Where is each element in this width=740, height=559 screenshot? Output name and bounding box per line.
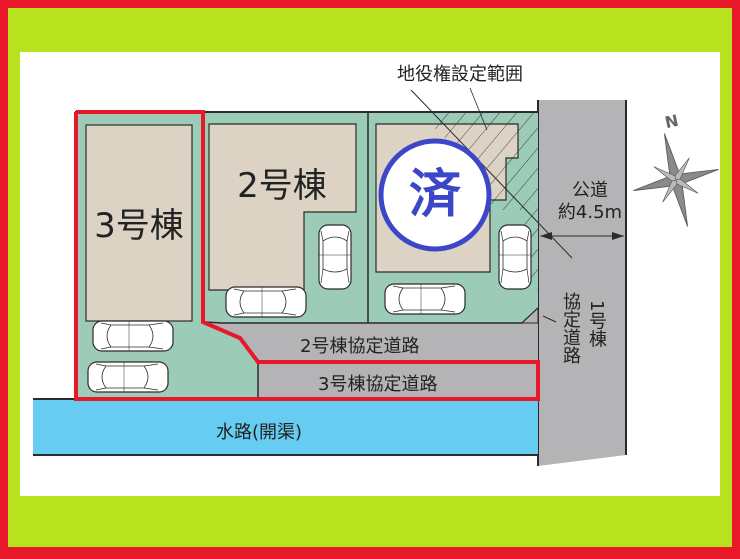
lot3-label: 3号棟 [94, 206, 184, 246]
compass-rose: N [630, 110, 722, 227]
public-road-label: 公道 約4.5m [540, 180, 640, 224]
compass-star-icon [633, 133, 719, 227]
easement-leader-line [469, 87, 488, 131]
road-width-dimension [540, 232, 624, 240]
agreement-road-3-label: 3号棟協定道路 [318, 374, 438, 395]
car-icon [87, 361, 169, 393]
road1-corner [520, 306, 539, 324]
sold-stamp [378, 138, 492, 252]
car-icon [318, 224, 352, 290]
building-lot3 [85, 124, 193, 322]
car-icon [384, 283, 466, 315]
road1-leader-line [542, 315, 557, 323]
car-icon [498, 224, 532, 290]
building-lot2 [208, 123, 357, 291]
public-road-name: 公道 [572, 180, 608, 201]
agreement-road-2-label: 2号棟協定道路 [300, 336, 420, 357]
agreement-road-1-vertical-label: 協定道路 [560, 292, 581, 364]
sold-stamp-label: 済 [408, 165, 461, 225]
public-road-width: 約4.5m [557, 202, 623, 223]
easement-leader-line [410, 89, 573, 259]
waterway [33, 398, 538, 456]
lot3-highlight-outline [74, 110, 540, 401]
waterway-label: 水路(開渠) [216, 422, 303, 443]
lot2-label: 2号棟 [237, 166, 327, 206]
agreement-road-3 [257, 362, 538, 399]
easement-label: 地役権設定範囲 [397, 64, 523, 85]
public-road [537, 100, 627, 466]
agreement-road-1-lot-label: 1号棟 [586, 300, 607, 348]
car-icon [225, 286, 307, 318]
compass-north-label: N [663, 110, 681, 133]
car-icon [92, 320, 174, 352]
